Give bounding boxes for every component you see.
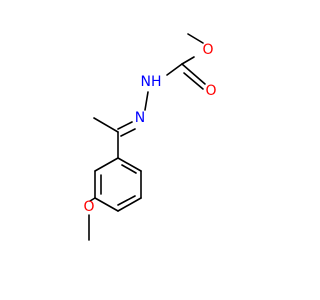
bond-nh-n: [144, 91, 149, 111]
bond-imine-double-1: [117, 121, 133, 130]
bonds: [88, 33, 206, 241]
atom-n-imine: N: [135, 110, 145, 126]
atom-labels: O O NH N O: [83, 42, 216, 215]
ring-bond-6: [94, 157, 119, 172]
ring-bond-4: [94, 197, 119, 212]
ring-inner-double-1: [121, 164, 137, 174]
bond-carbonyl-double-1: [181, 63, 206, 85]
atom-o-methoxy: O: [83, 199, 94, 215]
ring-inner-double-2: [117, 195, 136, 206]
bond-imine-double-2: [120, 128, 136, 137]
bond-carbonyl-double-2: [183, 72, 204, 90]
bond-methyl-ester-o: [187, 33, 204, 44]
bond-imine-c-methyl: [93, 117, 119, 133]
bond-carbonyl-c-nh: [166, 63, 183, 76]
atom-nh: NH: [141, 74, 162, 90]
atom-o-carbonyl: O: [205, 83, 216, 99]
bond-ring-methoxy-o: [89, 197, 96, 202]
atom-o-ester: O: [202, 42, 213, 58]
ring-bond-1: [117, 157, 142, 172]
molecule-structure-diagram: O O NH N O: [83, 33, 217, 241]
bond-ester-o-carbonyl-c: [181, 56, 195, 65]
ring-bond-3: [117, 197, 142, 212]
